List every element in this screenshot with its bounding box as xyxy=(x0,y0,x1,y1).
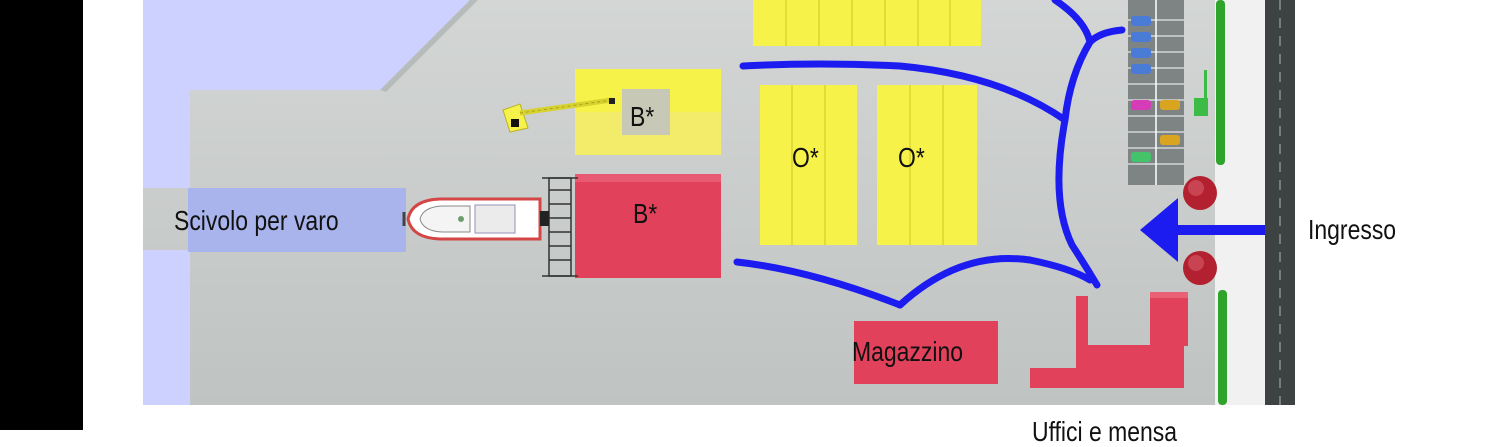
building-o-left xyxy=(760,85,857,245)
building-magazzino xyxy=(854,321,998,384)
quay-edge xyxy=(380,0,478,92)
ship-icon xyxy=(402,197,549,241)
left-black-band xyxy=(0,0,83,430)
label-b-red: B* xyxy=(633,198,658,229)
ship-cradle xyxy=(542,177,578,277)
building-b-red xyxy=(575,174,721,278)
crane-icon xyxy=(502,97,615,133)
building-uffici xyxy=(1030,292,1188,388)
small-kiosk xyxy=(1194,70,1208,116)
label-uffici: Uffici e mensa xyxy=(1032,416,1178,447)
route-paths xyxy=(733,0,1126,309)
building-top-yellow xyxy=(753,0,981,46)
label-b-top: B* xyxy=(630,101,655,132)
shipyard-plan xyxy=(143,0,1295,405)
label-o-right: O* xyxy=(898,142,925,173)
tree-icon xyxy=(1183,176,1217,285)
building-b-yellow xyxy=(575,69,721,155)
car-icon xyxy=(1131,16,1180,162)
building-o-right xyxy=(877,85,977,245)
hedge-icon xyxy=(1216,0,1227,405)
label-scivolo: Scivolo per varo xyxy=(174,205,339,236)
launch-ramp xyxy=(188,188,406,252)
arrow-icon xyxy=(1140,198,1265,262)
label-magazzino: Magazzino xyxy=(852,336,964,367)
label-ingresso: Ingresso xyxy=(1308,214,1397,245)
label-o-left: O* xyxy=(792,142,819,173)
